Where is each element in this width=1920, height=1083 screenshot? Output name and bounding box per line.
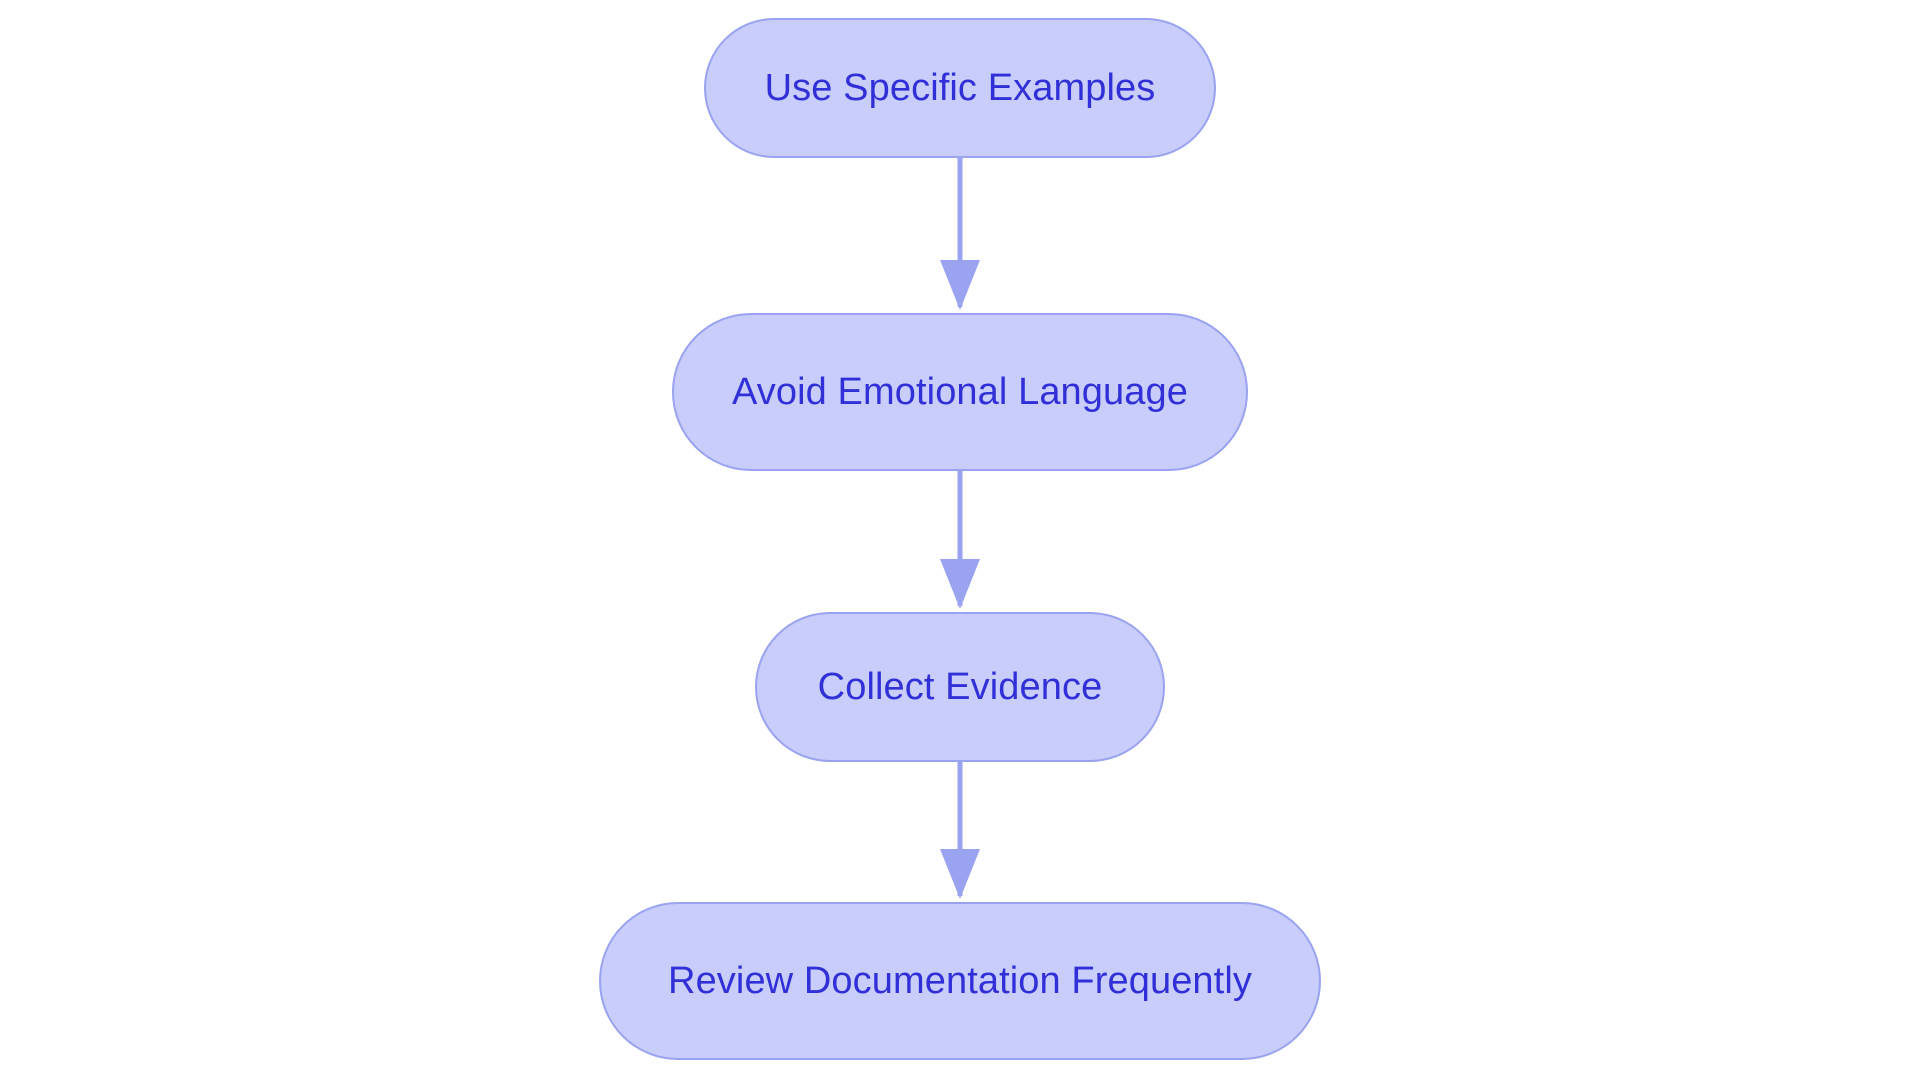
node-label: Review Documentation Frequently [668,960,1252,1002]
node-label: Avoid Emotional Language [732,371,1188,413]
flowchart-node-avoid-emotional-language[interactable]: Avoid Emotional Language [672,313,1248,471]
node-label: Use Specific Examples [764,67,1156,109]
flowchart-node-collect-evidence[interactable]: Collect Evidence [755,612,1165,762]
node-label: Collect Evidence [817,666,1103,708]
flowchart-node-review-documentation-frequently[interactable]: Review Documentation Frequently [599,902,1321,1060]
flowchart-node-use-specific-examples[interactable]: Use Specific Examples [704,18,1216,158]
